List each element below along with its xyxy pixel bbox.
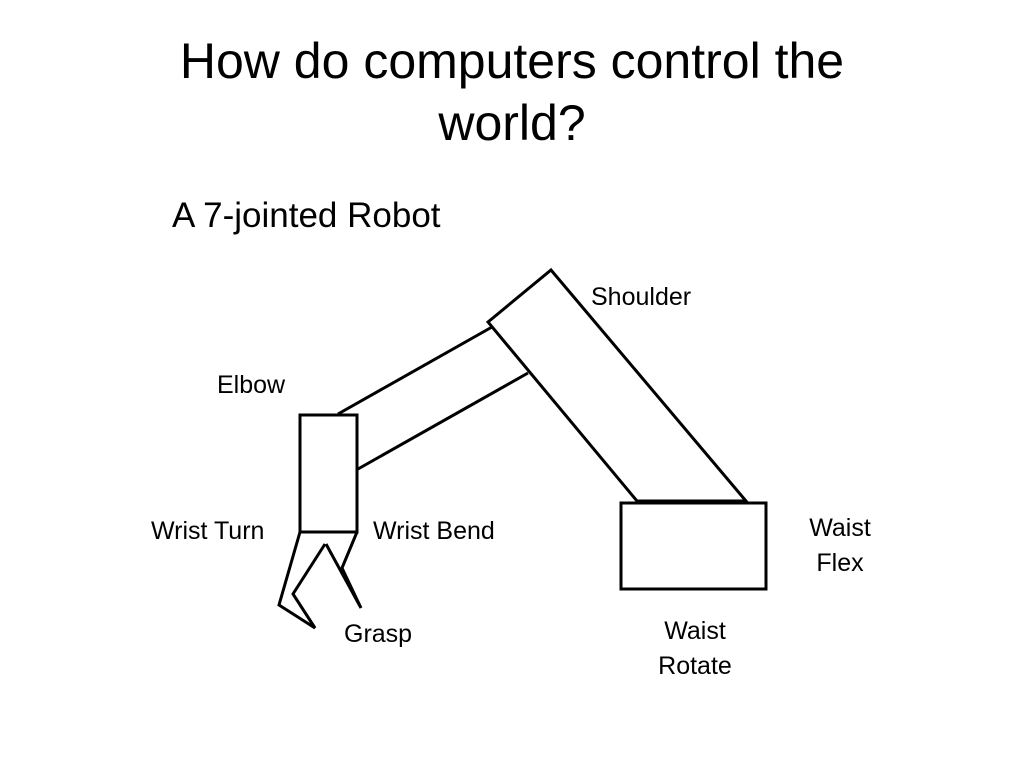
- upper-arm-top-edge: [337, 325, 493, 416]
- label-waist-rotate: Waist Rotate: [640, 614, 750, 684]
- label-wrist-turn: Wrist Turn: [151, 517, 265, 545]
- lower-arm-segment: [485, 267, 750, 503]
- waist-flex-line-1: Waist: [809, 514, 871, 542]
- label-elbow: Elbow: [217, 371, 286, 399]
- title-line-2: world?: [438, 95, 586, 151]
- waist-rotate-line-1: Waist: [664, 617, 726, 645]
- label-wrist-bend: Wrist Bend: [373, 517, 495, 545]
- title-line-1: How do computers control the: [179, 33, 845, 89]
- gripper-right-finger: [324, 531, 363, 609]
- gripper-left-finger: [277, 531, 327, 630]
- slide-subtitle: A 7-jointed Robot: [172, 196, 441, 235]
- label-grasp: Grasp: [344, 620, 413, 648]
- waist-rotate-line-2: Rotate: [658, 652, 732, 680]
- label-shoulder: Shoulder: [591, 283, 692, 311]
- forearm-block: [298, 413, 359, 534]
- upper-arm-bottom-edge: [357, 371, 529, 471]
- waist-flex-line-2: Flex: [816, 549, 864, 577]
- waist-base: [619, 501, 768, 591]
- label-waist-flex: Waist Flex: [790, 511, 890, 581]
- slide-title: How do computers control the world?: [0, 30, 1024, 154]
